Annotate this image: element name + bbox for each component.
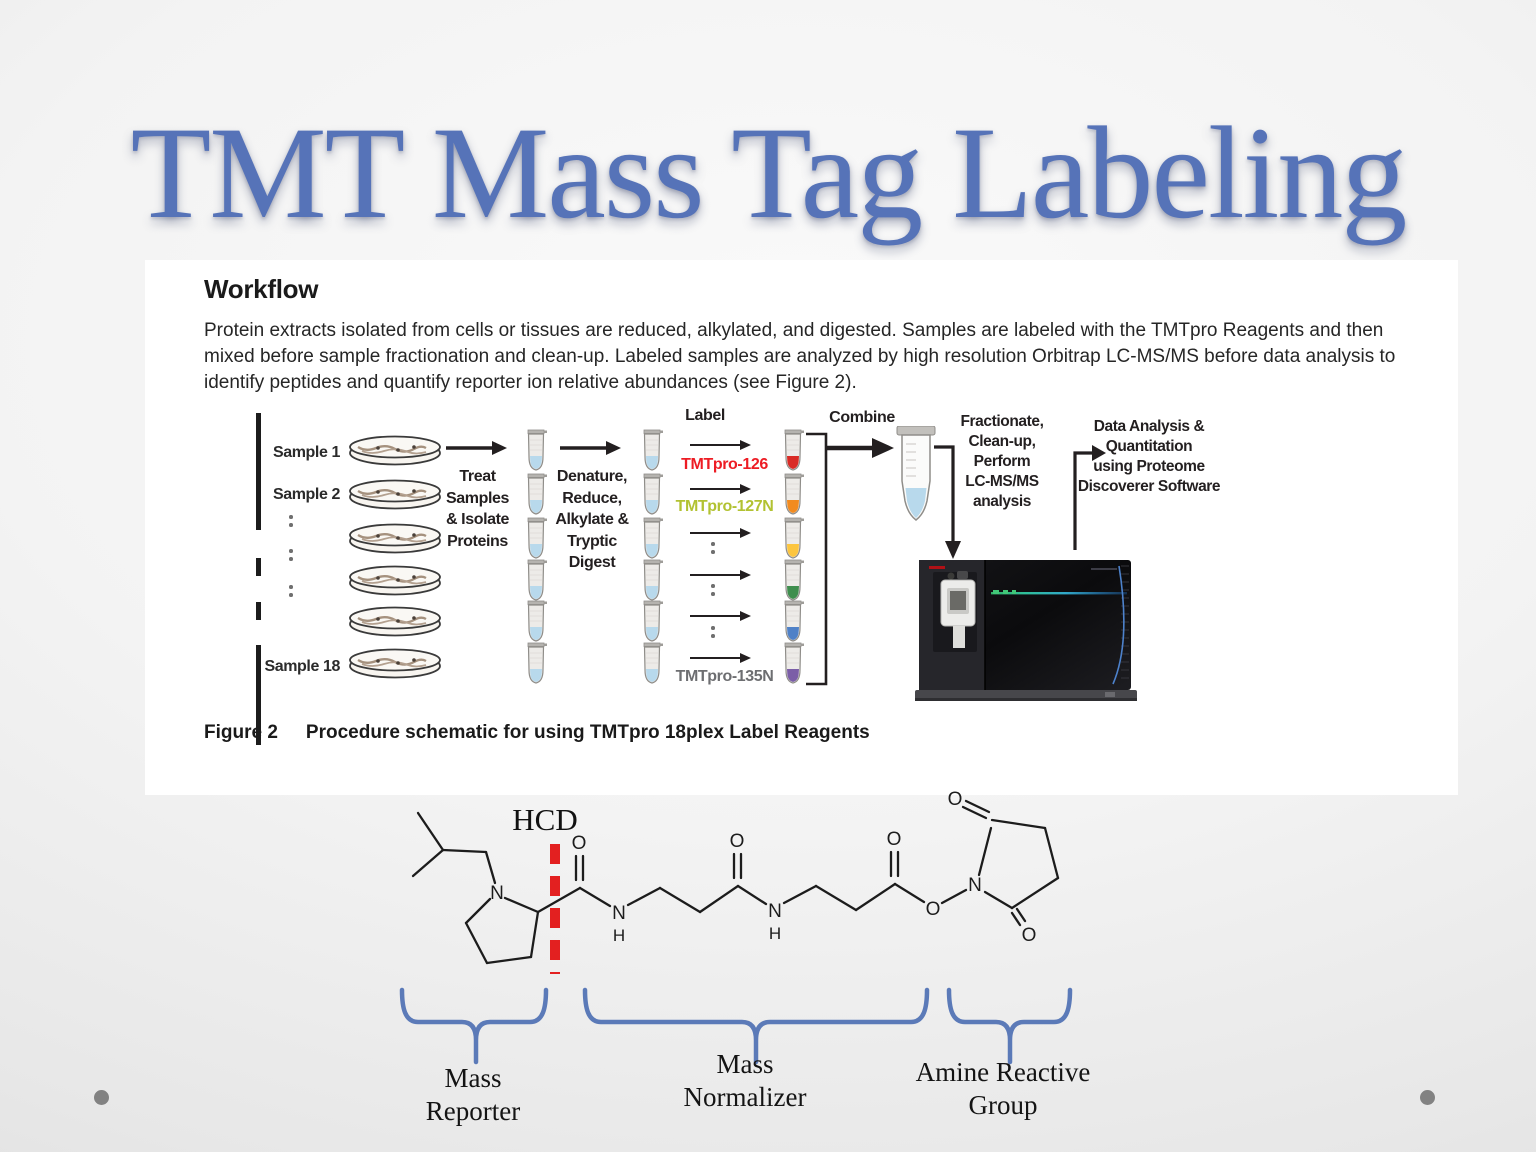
sample-label-18: Sample 18 xyxy=(264,658,340,675)
sample-tube xyxy=(523,517,549,562)
digested-tube xyxy=(639,517,665,562)
atom-label-o: O xyxy=(887,829,902,850)
sample-axis-solid xyxy=(256,413,261,530)
atom-label-h: H xyxy=(769,924,781,943)
workflow-paragraph: Protein extracts isolated from cells or … xyxy=(204,320,1396,393)
slide-title: TMT Mass Tag Labeling xyxy=(130,99,1408,246)
reagent-label-127n: TMTpro-127N xyxy=(675,498,774,515)
ellipsis-dots xyxy=(289,585,293,601)
labeled-tube xyxy=(780,473,806,518)
digested-tube xyxy=(639,429,665,474)
label-arrow-icon xyxy=(690,609,752,623)
slide-corner-dot-right xyxy=(1420,1090,1435,1105)
atom-label-o: O xyxy=(948,789,963,810)
combine-label: Combine xyxy=(829,409,895,426)
digested-tube xyxy=(639,473,665,518)
step4-text: Data Analysis & Quantitation using Prote… xyxy=(1077,418,1221,495)
treat-arrow-icon xyxy=(446,438,508,458)
step2-text: Denature, Reduce, Alkylate & Tryptic Dig… xyxy=(555,468,629,571)
atom-label-o: O xyxy=(926,899,941,920)
petri-dish xyxy=(348,646,442,682)
mass-reporter-label: Mass Reporter xyxy=(425,1063,521,1126)
slide-corner-dot-left xyxy=(94,1090,109,1105)
step1-text: Treat Samples & Isolate Proteins xyxy=(445,468,510,550)
label-heading: Label xyxy=(685,407,725,424)
step3-text: Fractionate, Clean-up, Perform LC-MS/MS … xyxy=(960,413,1044,510)
sample-tube xyxy=(523,642,549,687)
sample-tube xyxy=(523,473,549,518)
atom-label-o: O xyxy=(1022,925,1037,946)
label-arrow-icon xyxy=(690,482,752,496)
label-arrow-icon xyxy=(690,568,752,582)
digested-tube xyxy=(639,642,665,687)
sample-tube xyxy=(523,600,549,645)
sample-axis-dash xyxy=(256,602,261,620)
atom-label-o: O xyxy=(572,833,587,854)
sample-tube xyxy=(523,429,549,474)
digest-arrow-icon xyxy=(560,438,622,458)
sample-axis-dash xyxy=(256,558,261,576)
ellipsis-dots xyxy=(711,626,715,642)
label-arrow-icon xyxy=(690,526,752,540)
labeled-tube xyxy=(780,517,806,562)
ellipsis-dots xyxy=(289,549,293,565)
labeled-tube xyxy=(780,559,806,604)
reagent-label-126: TMTpro-126 xyxy=(681,456,768,473)
labeled-tube xyxy=(780,600,806,645)
sample-label-1: Sample 1 xyxy=(272,444,340,461)
lcms-arrow-icon xyxy=(930,438,964,562)
data-analysis-arrow-icon xyxy=(1070,440,1112,555)
amine-reactive-brace xyxy=(946,987,1073,1065)
petri-dish xyxy=(348,433,442,469)
atom-label-o: O xyxy=(730,831,745,852)
ellipsis-dots xyxy=(289,515,293,531)
labeled-tube xyxy=(780,429,806,474)
mass-normalizer-brace xyxy=(582,987,930,1065)
petri-dish xyxy=(348,477,442,513)
petri-dish xyxy=(348,604,442,640)
amine-reactive-group-label: Amine Reactive Group xyxy=(915,1057,1091,1120)
atom-label-n: N xyxy=(490,883,504,904)
ellipsis-dots xyxy=(711,584,715,600)
atom-label-h: H xyxy=(613,926,625,945)
petri-dish xyxy=(348,563,442,599)
label-arrow-icon xyxy=(690,651,752,665)
atom-label-n: N xyxy=(968,875,982,896)
atom-label-n: N xyxy=(612,903,626,924)
digested-tube xyxy=(639,559,665,604)
group-braces xyxy=(390,982,1090,1072)
ellipsis-dots xyxy=(711,542,715,558)
label-arrow-icon xyxy=(690,438,752,452)
sample-label-2: Sample 2 xyxy=(272,486,340,503)
sample-axis-solid xyxy=(256,645,261,745)
mass-normalizer-label: Mass Normalizer xyxy=(683,1049,807,1112)
combine-arrow-icon xyxy=(826,436,898,460)
pool-bracket xyxy=(804,428,834,690)
figure-caption-text: Procedure schematic for using TMTpro 18p… xyxy=(305,722,870,743)
reagent-label-135n: TMTpro-135N xyxy=(675,668,774,685)
chemical-structure: N O N H O N H O O N O O HCD xyxy=(395,778,1085,993)
labeled-tube xyxy=(780,642,806,687)
mass-spectrometer xyxy=(913,556,1141,704)
mass-reporter-brace xyxy=(399,987,549,1065)
sample-tube xyxy=(523,559,549,604)
digested-tube xyxy=(639,600,665,645)
atom-label-n: N xyxy=(768,901,782,922)
pooled-tube xyxy=(894,426,938,528)
workflow-heading: Workflow xyxy=(204,274,319,304)
petri-dish xyxy=(348,521,442,557)
hcd-label: HCD xyxy=(512,802,577,837)
